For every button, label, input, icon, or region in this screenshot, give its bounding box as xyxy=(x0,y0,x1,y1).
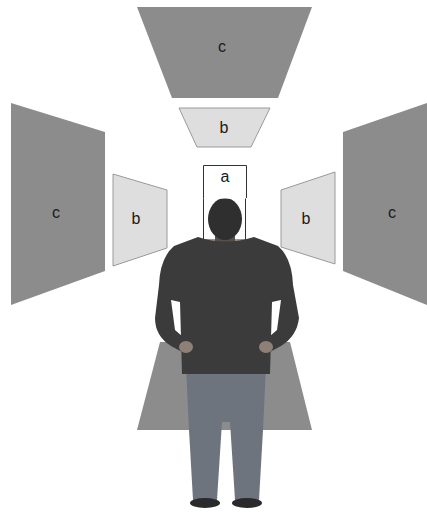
panel-far-shape xyxy=(137,7,312,98)
doorway-outline-lower xyxy=(204,196,246,240)
panel-letter: c xyxy=(388,205,396,221)
panel-far-outline xyxy=(11,103,105,305)
person-jacket xyxy=(155,237,299,374)
panel-far: c xyxy=(11,103,105,305)
person-shoe xyxy=(232,498,262,508)
person-jeans xyxy=(186,366,266,500)
panel-near: b xyxy=(281,172,335,264)
doorway-fill xyxy=(204,166,247,199)
panel-far: c xyxy=(343,103,427,305)
doorway: a xyxy=(203,165,247,197)
panel-near: b xyxy=(179,108,270,147)
panel-far-shape xyxy=(343,103,427,305)
person-hand xyxy=(179,341,193,353)
panel-far: c xyxy=(137,7,312,98)
doorway-border xyxy=(204,166,247,199)
panel-letter: c xyxy=(218,39,226,55)
panel-letter: b xyxy=(302,211,311,227)
panel-near-shape xyxy=(179,108,270,147)
panel-letter: b xyxy=(220,120,229,136)
panel-near-shape xyxy=(113,174,167,266)
person-figure xyxy=(155,198,299,508)
panel-near-shape xyxy=(281,172,335,264)
panel-near: b xyxy=(113,174,167,266)
person-head xyxy=(208,198,242,240)
panel-far-shape xyxy=(11,103,105,305)
doorway-lower xyxy=(204,196,246,240)
person-hand xyxy=(259,341,273,353)
panel-letter: c xyxy=(52,205,60,221)
person-shoe xyxy=(190,498,220,508)
panel-letter: b xyxy=(132,211,141,227)
panel-far-outline xyxy=(343,103,427,305)
panel-letter: a xyxy=(221,169,230,185)
